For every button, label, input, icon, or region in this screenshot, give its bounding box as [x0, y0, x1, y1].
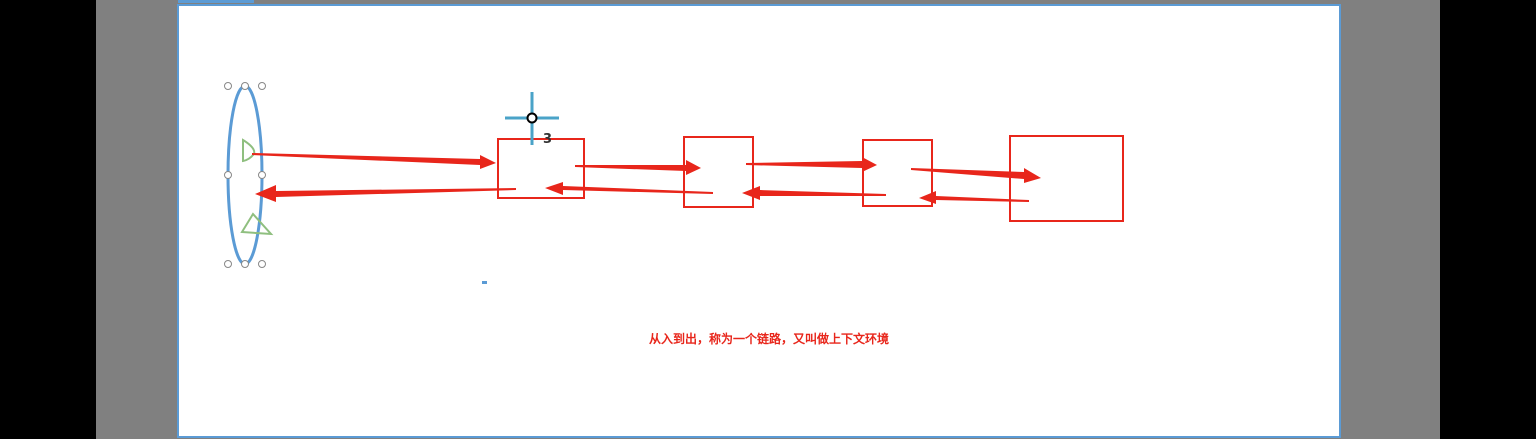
resize-handle[interactable] — [258, 82, 266, 90]
arrow-box2-to-box1[interactable] — [545, 182, 713, 195]
resize-handle[interactable] — [224, 171, 232, 179]
slide-canvas[interactable]: 3 从入到出，称为一个链路，又叫做上下文环境 — [177, 4, 1341, 438]
resize-handle[interactable] — [224, 82, 232, 90]
arrow-box2-to-box3[interactable] — [746, 157, 877, 172]
arrow-box3-to-box4[interactable] — [911, 168, 1041, 183]
stray-mark — [482, 281, 487, 284]
service-box-2[interactable] — [683, 136, 754, 208]
arrow-client-to-box1[interactable] — [252, 153, 496, 169]
arrow-box3-to-box2[interactable] — [742, 186, 886, 200]
service-box-1[interactable] — [497, 138, 585, 199]
arrow-box1-to-client[interactable] — [255, 185, 516, 202]
resize-handle[interactable] — [258, 171, 266, 179]
user-shape-upper — [242, 138, 256, 163]
resize-handle[interactable] — [241, 82, 249, 90]
client-ellipse[interactable] — [224, 82, 274, 268]
service-box-3[interactable] — [862, 139, 933, 207]
selection-handles[interactable] — [224, 82, 266, 268]
diagram-drawing: 3 — [224, 82, 1124, 284]
slide-tab-indicator — [178, 0, 254, 3]
arrow-box1-to-box2[interactable] — [575, 160, 701, 175]
user-shape-lower — [240, 212, 274, 236]
client-ellipse-outline[interactable] — [226, 84, 264, 266]
response-arrows — [255, 182, 1029, 204]
diagram-caption: 从入到出，称为一个链路，又叫做上下文环境 — [648, 332, 889, 346]
resize-handle[interactable] — [241, 260, 249, 268]
arrow-box4-to-box3[interactable] — [919, 191, 1029, 204]
resize-handle[interactable] — [258, 260, 266, 268]
cursor-count-badge: 3 — [543, 132, 552, 147]
crosshair-icon — [505, 92, 559, 145]
request-arrows — [252, 153, 1041, 183]
service-box-4[interactable] — [1009, 135, 1124, 222]
resize-handle[interactable] — [224, 260, 232, 268]
